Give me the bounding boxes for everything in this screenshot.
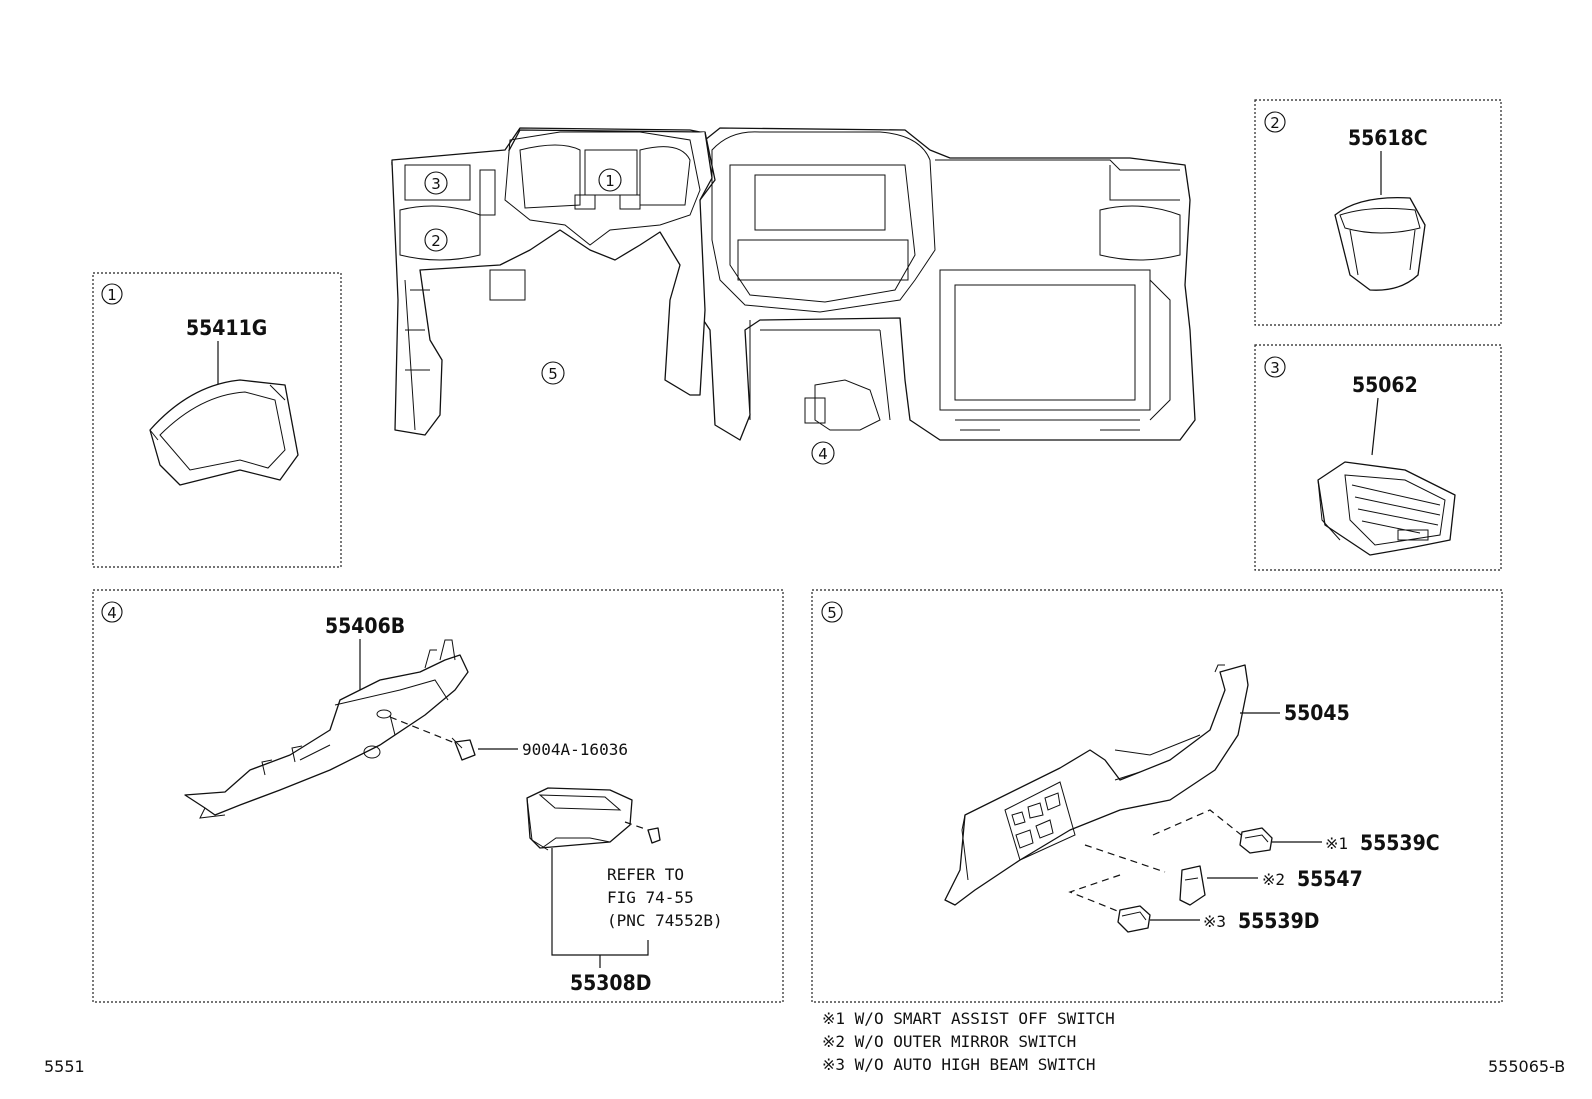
detail-box-3: 3 55062 xyxy=(1254,344,1502,571)
reference-line-2: FIG 74-55 xyxy=(607,888,694,907)
lower-panel-part-55406B xyxy=(184,639,469,819)
part-number-55062: 55062 xyxy=(1352,373,1418,397)
callout-2-box: 2 xyxy=(1270,114,1280,132)
switch-55539C xyxy=(1239,827,1273,854)
switch-55539D xyxy=(1117,905,1151,933)
callout-5-main: 5 xyxy=(548,365,558,383)
footnote-3: ※3 W/O AUTO HIGH BEAM SWITCH xyxy=(822,1055,1096,1074)
main-callouts: 1 3 2 5 4 xyxy=(424,168,835,465)
reference-line-3: (PNC 74552B) xyxy=(607,911,723,930)
callout-4-main: 4 xyxy=(818,445,828,463)
side-air-vent-part xyxy=(1317,461,1456,556)
footer-left-code: 5551 xyxy=(44,1057,85,1076)
lower-box-part-55308D xyxy=(526,787,633,851)
screw-9004A-16036 xyxy=(389,716,476,761)
footnote-2: ※2 W/O OUTER MIRROR SWITCH xyxy=(822,1032,1076,1051)
part-number-55406B: 55406B xyxy=(325,614,405,638)
part-number-55618C: 55618C xyxy=(1348,126,1428,150)
detail-box-2: 2 55618C xyxy=(1254,99,1502,326)
callout-1-main: 1 xyxy=(605,172,615,190)
part-number-55547: 55547 xyxy=(1297,867,1363,891)
part-number-55411G: 55411G xyxy=(186,316,267,340)
part-number-55308D: 55308D xyxy=(570,971,651,995)
part-number-55539C: 55539C xyxy=(1360,831,1440,855)
mark-2: ※2 xyxy=(1262,870,1285,889)
part-number-55045: 55045 xyxy=(1284,701,1350,725)
callout-4-box: 4 xyxy=(107,604,117,622)
mark-3: ※3 xyxy=(1203,912,1226,931)
callout-5-box: 5 xyxy=(827,604,837,622)
detail-box-4: 4 55406B 9004A-16036 xyxy=(92,589,784,1003)
part-number-55539D: 55539D xyxy=(1238,909,1319,933)
footnote-1: ※1 W/O SMART ASSIST OFF SWITCH xyxy=(822,1009,1115,1028)
callout-3-box: 3 xyxy=(1270,359,1280,377)
callout-2-main: 2 xyxy=(431,232,441,250)
footer-right-code: 555065-B xyxy=(1488,1057,1565,1076)
callout-3-main: 3 xyxy=(431,175,441,193)
detail-box-1: 1 55411G xyxy=(92,272,342,568)
instrument-panel-assembly xyxy=(391,127,1196,441)
reference-line-1: REFER TO xyxy=(607,865,684,884)
mark-1: ※1 xyxy=(1325,834,1348,853)
callout-1-box: 1 xyxy=(107,286,117,304)
detail-box-5: 5 55045 ※1 55539C ※2 55547 xyxy=(811,589,1503,1003)
part-number-9004A-16036: 9004A-16036 xyxy=(522,740,628,759)
cover-55547 xyxy=(1179,865,1206,906)
lower-panel-part-55045 xyxy=(944,664,1249,906)
cluster-finish-panel-part xyxy=(149,379,299,486)
cup-holder-part xyxy=(1334,196,1426,291)
footnotes: ※1 W/O SMART ASSIST OFF SWITCH ※2 W/O OU… xyxy=(822,1009,1115,1074)
